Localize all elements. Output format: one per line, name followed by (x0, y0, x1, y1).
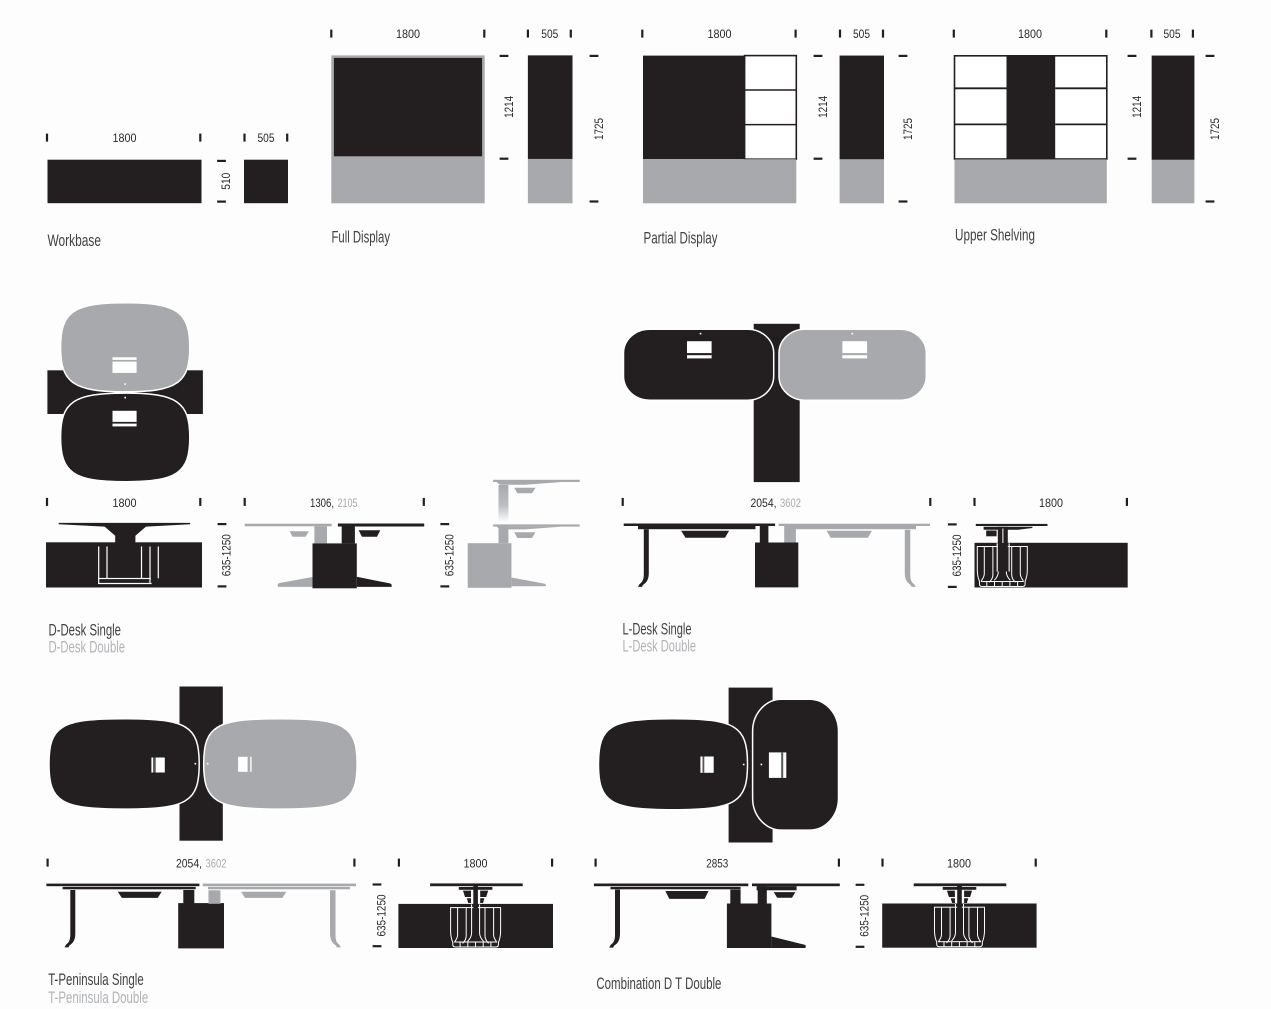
svg-text:Workbase: Workbase (48, 231, 102, 250)
svg-text:1800: 1800 (113, 496, 137, 510)
svg-text:D-Desk Double: D-Desk Double (49, 638, 126, 657)
svg-text:635-1250: 635-1250 (950, 534, 964, 576)
svg-text:635-1250: 635-1250 (220, 534, 234, 576)
svg-text:1306,: 1306, (310, 496, 334, 510)
svg-text:L-Desk Double: L-Desk Double (623, 637, 697, 656)
svg-text:2853: 2853 (706, 856, 728, 870)
svg-text:635-1250: 635-1250 (858, 895, 872, 937)
svg-text:1725: 1725 (592, 118, 606, 140)
svg-text:510: 510 (219, 172, 233, 189)
svg-text:3602: 3602 (780, 496, 801, 510)
svg-text:1800: 1800 (708, 27, 732, 41)
svg-text:Combination D T Double: Combination D T Double (596, 974, 721, 993)
svg-text:L-Desk Single: L-Desk Single (623, 620, 692, 639)
svg-text:T-Peninsula Double: T-Peninsula Double (48, 988, 148, 1007)
svg-text:2105: 2105 (338, 496, 358, 510)
svg-text:1214: 1214 (816, 96, 830, 118)
svg-text:2054,: 2054, (176, 856, 202, 870)
svg-text:505: 505 (541, 27, 558, 41)
svg-text:1725: 1725 (1208, 118, 1222, 140)
svg-text:505: 505 (1164, 27, 1181, 41)
svg-text:505: 505 (853, 27, 870, 41)
svg-text:Upper Shelving: Upper Shelving (955, 226, 1035, 245)
svg-text:2054,: 2054, (751, 496, 777, 510)
svg-text:1800: 1800 (464, 856, 488, 870)
svg-text:1800: 1800 (1018, 27, 1042, 41)
svg-text:T-Peninsula Single: T-Peninsula Single (48, 970, 144, 989)
svg-text:1725: 1725 (901, 118, 915, 140)
svg-text:635-1250: 635-1250 (375, 894, 389, 936)
svg-text:1800: 1800 (113, 131, 137, 145)
svg-text:3602: 3602 (206, 856, 227, 870)
svg-text:505: 505 (258, 131, 275, 145)
svg-text:1214: 1214 (502, 96, 516, 118)
svg-text:1800: 1800 (396, 27, 420, 41)
svg-text:635-1250: 635-1250 (442, 534, 456, 576)
svg-text:1800: 1800 (947, 856, 971, 870)
svg-text:Partial Display: Partial Display (644, 229, 718, 248)
svg-text:Full Display: Full Display (332, 228, 391, 247)
svg-text:1800: 1800 (1039, 496, 1063, 510)
svg-text:1214: 1214 (1130, 96, 1144, 118)
svg-text:D-Desk Single: D-Desk Single (49, 621, 122, 640)
